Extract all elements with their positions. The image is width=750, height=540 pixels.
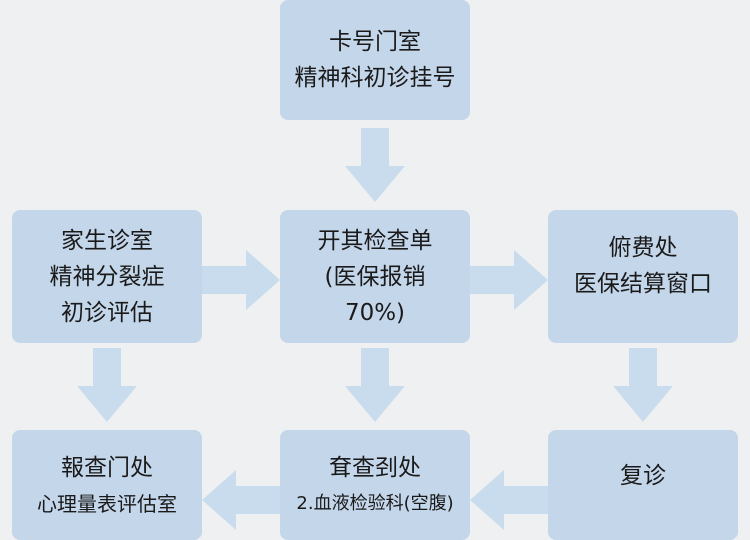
node-text: 家生诊室 bbox=[61, 227, 153, 254]
node-report: 報查门处 心理量表评估室 bbox=[12, 430, 202, 540]
node-family-clinic: 家生诊室 精神分裂症 初诊评估 bbox=[12, 210, 202, 343]
node-text: (医保报销 bbox=[324, 263, 426, 290]
arrow-left-icon bbox=[470, 470, 548, 530]
node-registration: 卡号门室 精神科初诊挂号 bbox=[280, 0, 470, 120]
node-text: 報查门处 bbox=[61, 455, 153, 481]
node-text: 医保结算窗口 bbox=[574, 271, 712, 297]
node-followup: 复诊 bbox=[548, 430, 738, 540]
arrow-down-icon bbox=[77, 348, 137, 423]
node-text: 开其检查单 bbox=[317, 227, 433, 254]
arrow-down-icon bbox=[345, 128, 405, 203]
arrow-left-icon bbox=[202, 470, 280, 530]
node-text: 卡号门室 bbox=[329, 29, 421, 55]
node-text: 心理量表评估室 bbox=[37, 492, 177, 516]
node-text: 初诊评估 bbox=[61, 299, 153, 326]
arrow-right-icon bbox=[202, 250, 280, 310]
node-text: 耷查刭处 bbox=[329, 455, 421, 481]
node-payment: 俯费处 医保结算窗口 bbox=[548, 210, 738, 343]
node-text: 70%) bbox=[344, 299, 406, 326]
node-exam: 耷查刭处 2.血液检验科(空腹) bbox=[280, 430, 470, 540]
arrow-right-icon bbox=[470, 250, 548, 310]
node-exam-order: 开其检查单 (医保报销 70%) bbox=[280, 210, 470, 343]
arrow-down-icon bbox=[345, 348, 405, 423]
node-text: 精神科初诊挂号 bbox=[294, 65, 456, 91]
node-text: 2.血液检验科(空腹) bbox=[296, 493, 454, 514]
node-text: 复诊 bbox=[620, 463, 666, 489]
arrow-down-icon bbox=[613, 348, 673, 423]
node-text: 俯费处 bbox=[608, 235, 678, 261]
node-text: 精神分裂症 bbox=[49, 263, 165, 290]
